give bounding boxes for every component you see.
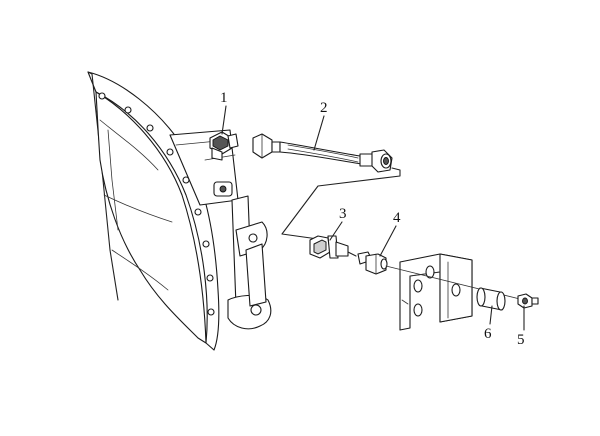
leader-line-2	[313, 115, 325, 151]
assembly-path-line	[281, 167, 401, 241]
leader-line-3	[329, 221, 343, 241]
bolt-icon	[517, 293, 539, 309]
pressure-sender-icon	[309, 235, 357, 259]
mounting-bracket-icon	[399, 253, 473, 331]
adapter-fitting-icon	[357, 251, 388, 275]
spacer-sleeve-icon	[476, 287, 506, 311]
flange-bolt-holes	[98, 92, 215, 316]
engine-housing-icon	[87, 71, 272, 351]
hose-assembly-icon	[252, 133, 393, 173]
callout-2: 2	[320, 100, 328, 116]
callout-5: 5	[517, 332, 525, 348]
elbow-fitting-icon	[209, 131, 239, 161]
leader-lines	[221, 105, 525, 331]
callout-4: 4	[393, 210, 401, 226]
callout-6: 6	[484, 326, 492, 342]
callout-3: 3	[339, 206, 347, 222]
leader-line-1	[221, 105, 227, 135]
assembly-axis-line	[385, 265, 533, 303]
callout-1: 1	[220, 90, 228, 106]
leader-line-6	[489, 305, 493, 325]
leader-line-4	[379, 225, 397, 257]
